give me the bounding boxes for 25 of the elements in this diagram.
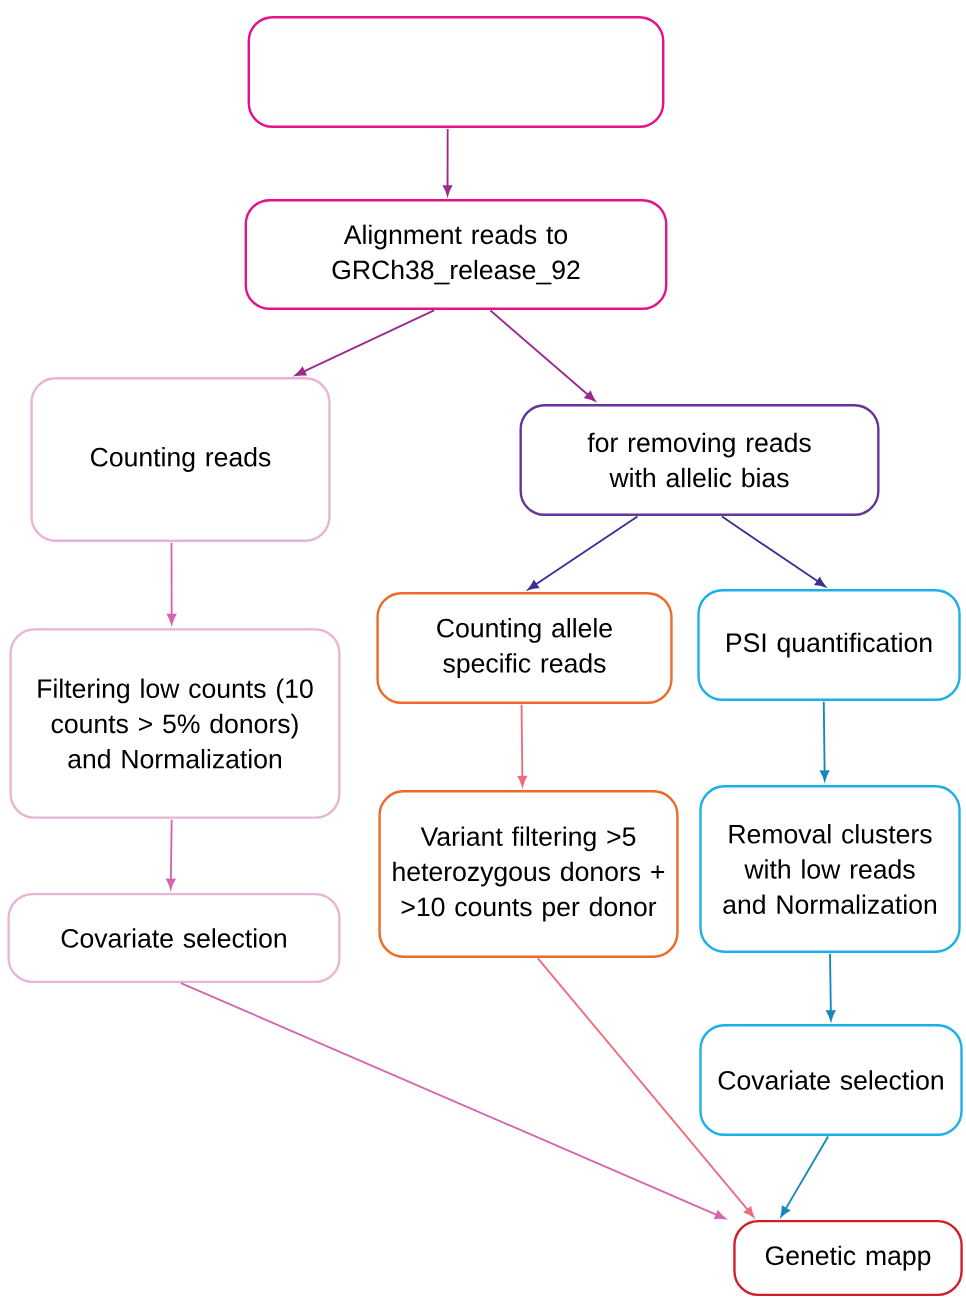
arrow — [166, 818, 176, 890]
process-box: for removing reads with allelic bias — [519, 404, 880, 516]
arrow — [780, 1135, 830, 1218]
arrow — [180, 982, 726, 1220]
process-box: Filtering low counts (10 counts > 5% donors) and Normalization — [9, 628, 341, 819]
empty-box — [247, 16, 665, 128]
process-box: PSI quantification — [697, 589, 961, 701]
process-box: Variant filtering >5 heterozygous donors + >10 counts per donor — [378, 790, 679, 958]
arrow — [295, 309, 435, 376]
process-box: Covariate selection — [7, 892, 341, 984]
process-box: Genetic mapp — [733, 1219, 963, 1297]
arrow — [489, 309, 596, 402]
process-box: Covariate selection — [699, 1024, 963, 1136]
process-box: Counting reads — [30, 377, 331, 542]
process-box: Alignment reads to GRCh38_release_92 — [244, 199, 668, 310]
arrow — [820, 700, 830, 781]
arrow — [167, 541, 177, 625]
arrow — [536, 957, 755, 1218]
arrow — [826, 952, 836, 1021]
arrow — [721, 515, 826, 588]
arrow — [527, 515, 639, 591]
arrow — [517, 703, 527, 787]
process-box: Removal clusters with low reads and Normalization — [699, 785, 961, 953]
arrow — [443, 128, 453, 196]
process-box: Counting allele specific reads — [376, 592, 673, 704]
